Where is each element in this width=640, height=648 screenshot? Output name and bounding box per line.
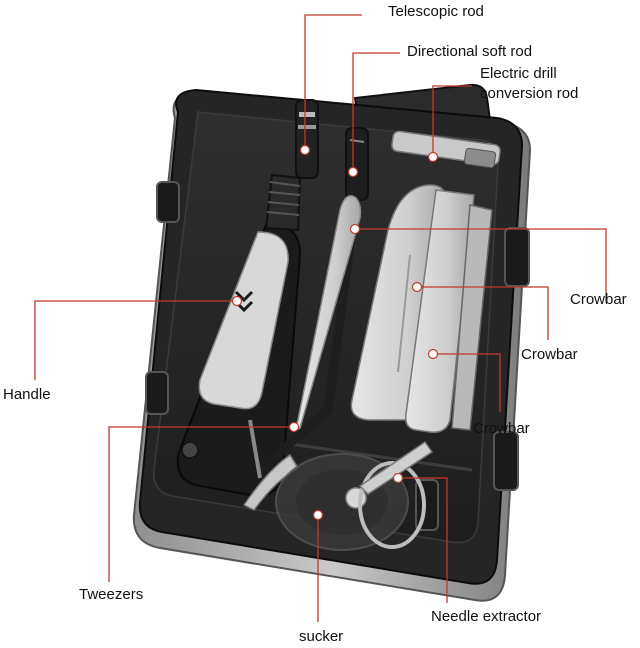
label-sucker: sucker bbox=[299, 628, 344, 645]
marker-dot bbox=[312, 509, 324, 521]
marker-dot bbox=[231, 295, 243, 307]
hinge-clip bbox=[145, 371, 169, 415]
marker-dot bbox=[392, 472, 404, 484]
leader-tweezers bbox=[108, 426, 294, 582]
leader-crowbar-3 bbox=[433, 353, 501, 412]
label-tweezers: Tweezers bbox=[79, 586, 144, 603]
leader-needle-extractor bbox=[398, 477, 448, 603]
crowbar-spudger-middle bbox=[404, 189, 475, 433]
leader-directional-soft-rod bbox=[352, 52, 400, 172]
leader-lines bbox=[34, 14, 607, 622]
marker-dot bbox=[427, 151, 439, 163]
marker-dots bbox=[231, 144, 439, 521]
tools bbox=[176, 99, 501, 551]
label-electric-drill-conversion-rod: Electric drill conversion rod bbox=[480, 65, 579, 102]
label-telescopic-rod: Telescopic rod bbox=[388, 3, 484, 20]
marker-dot bbox=[299, 144, 311, 156]
marker-dot bbox=[288, 421, 300, 433]
screwdriver-handle bbox=[176, 99, 319, 497]
label-needle-extractor: Needle extractor bbox=[431, 608, 542, 625]
label-crowbar-3: Crowbar bbox=[473, 420, 530, 437]
label-crowbar-1: Crowbar bbox=[570, 291, 627, 308]
leader-handle bbox=[34, 300, 237, 380]
leader-electric-drill-conversion-rod bbox=[432, 85, 472, 157]
label-handle: Handle bbox=[3, 386, 51, 403]
label-directional-soft-rod: Directional soft rod bbox=[407, 43, 533, 60]
marker-dot bbox=[427, 348, 439, 360]
hinge-clip bbox=[504, 227, 530, 287]
needle-extractor-tool bbox=[358, 440, 434, 549]
marker-dot bbox=[349, 223, 361, 235]
leader-crowbar-2 bbox=[417, 286, 549, 340]
label-crowbar-2: Crowbar bbox=[521, 346, 578, 363]
leader-crowbar-1 bbox=[355, 228, 607, 303]
marker-dot bbox=[347, 166, 359, 178]
hinge-clip bbox=[156, 181, 180, 223]
bottom-divider bbox=[261, 438, 473, 472]
hinge-clip bbox=[493, 431, 519, 491]
leader-telescopic-rod bbox=[304, 14, 362, 150]
marker-dot bbox=[411, 281, 423, 293]
drill-conversion-rod bbox=[391, 130, 501, 169]
